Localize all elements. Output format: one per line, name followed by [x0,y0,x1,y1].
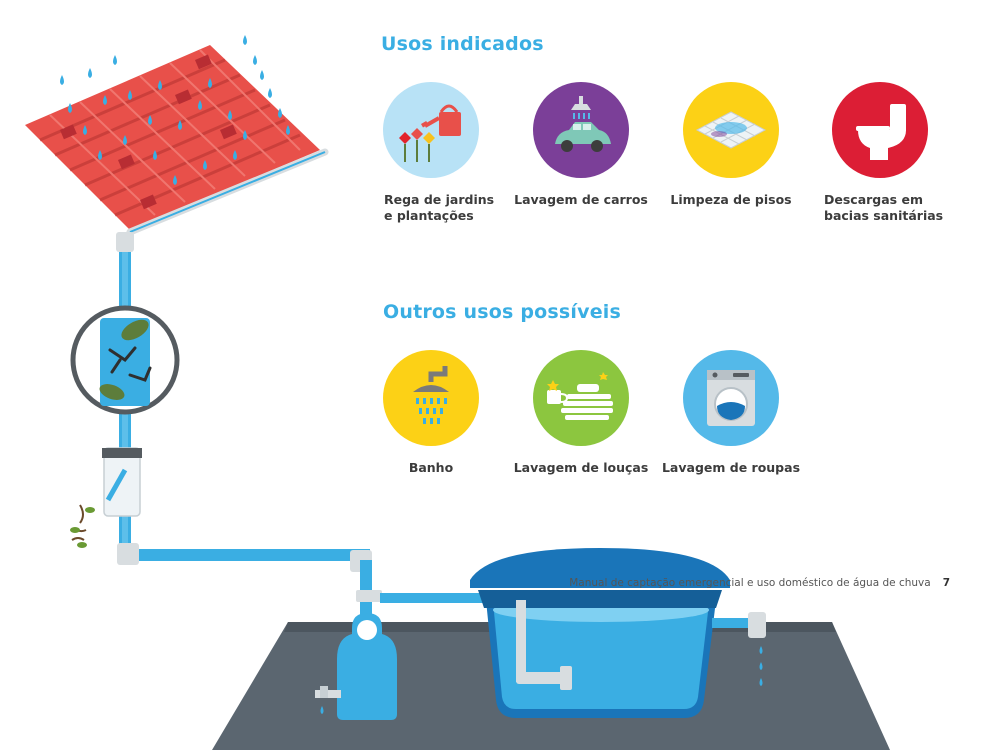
dishes-icon [533,350,629,446]
use-item-toilet: Descargas em bacias sanitárias [800,82,960,224]
rain-drops [60,35,290,185]
use-label-toilet: Descargas em bacias sanitárias [824,192,944,223]
footer-title: Manual de captação emergencial e uso dom… [569,577,931,589]
use-label-floor: Limpeza de pisos [670,192,792,207]
use-item-car-wash: Lavagem de carros [501,82,661,208]
first-flush-device [70,447,142,548]
use-item-garden: Rega de jardins e plantações [351,82,511,224]
first-flush-flask [315,613,397,720]
shower-icon [383,350,479,446]
leaf-filter-magnifier [70,305,180,415]
page-number: 7 [942,577,950,589]
use-label-laundry: Lavagem de roupas [661,460,801,475]
garden-watering-icon [383,82,479,178]
other-uses-title: Outros usos possíveis [383,301,621,323]
use-label-shower: Banho [408,460,454,475]
use-label-dishes: Lavagem de louças [513,460,649,475]
roof-tiles [25,45,329,236]
use-label-car-wash: Lavagem de carros [514,192,648,207]
use-item-floor: Limpeza de pisos [651,82,811,208]
horizontal-pipe [117,543,527,630]
indicated-uses-title: Usos indicados [381,33,544,55]
floor-cleaning-icon [683,82,779,178]
car-wash-icon [533,82,629,178]
use-item-shower: Banho [351,350,511,476]
toilet-icon [832,82,928,178]
washing-machine-icon [683,350,779,446]
page-footer: Manual de captação emergencial e uso dom… [560,577,950,589]
use-item-dishes: Lavagem de louças [501,350,661,476]
water-cistern [470,548,766,718]
use-label-garden: Rega de jardins e plantações [384,192,495,223]
use-item-laundry: Lavagem de roupas [651,350,811,476]
